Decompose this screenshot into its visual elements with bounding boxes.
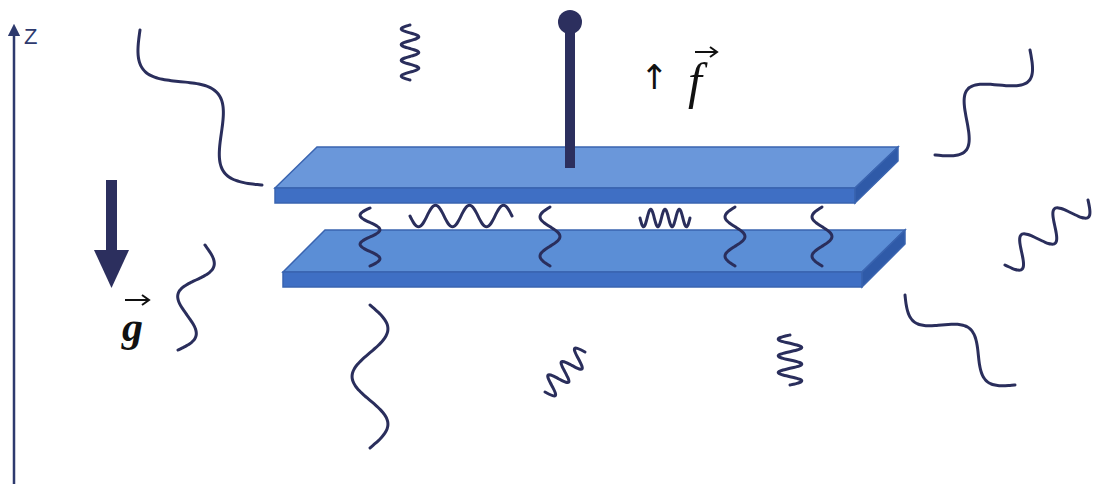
- wave: [138, 30, 262, 185]
- wave: [905, 295, 1015, 386]
- force-label: f: [688, 56, 702, 106]
- wave: [401, 25, 419, 80]
- gravity-arrow: [106, 180, 117, 252]
- wave: [778, 335, 802, 385]
- handle-rod: [565, 26, 575, 168]
- z-axis: [13, 30, 16, 484]
- direction-arrow: ↑: [640, 60, 669, 94]
- wave: [540, 207, 560, 266]
- top-plate: [275, 147, 898, 203]
- gravity-arrowhead: [94, 250, 129, 288]
- vector-accent: [125, 295, 149, 305]
- wave: [935, 50, 1033, 156]
- wave: [410, 205, 512, 227]
- handle-knob: [558, 10, 582, 34]
- gravity-label: g: [122, 306, 143, 348]
- fluctuations: [138, 25, 1090, 448]
- wave: [725, 207, 745, 266]
- wave: [352, 305, 388, 448]
- wave: [545, 348, 585, 396]
- wave: [360, 208, 380, 266]
- axis-label: Z: [24, 26, 37, 48]
- wave: [1005, 200, 1090, 270]
- wave: [640, 209, 690, 227]
- wave: [812, 207, 832, 266]
- wave: [178, 245, 215, 350]
